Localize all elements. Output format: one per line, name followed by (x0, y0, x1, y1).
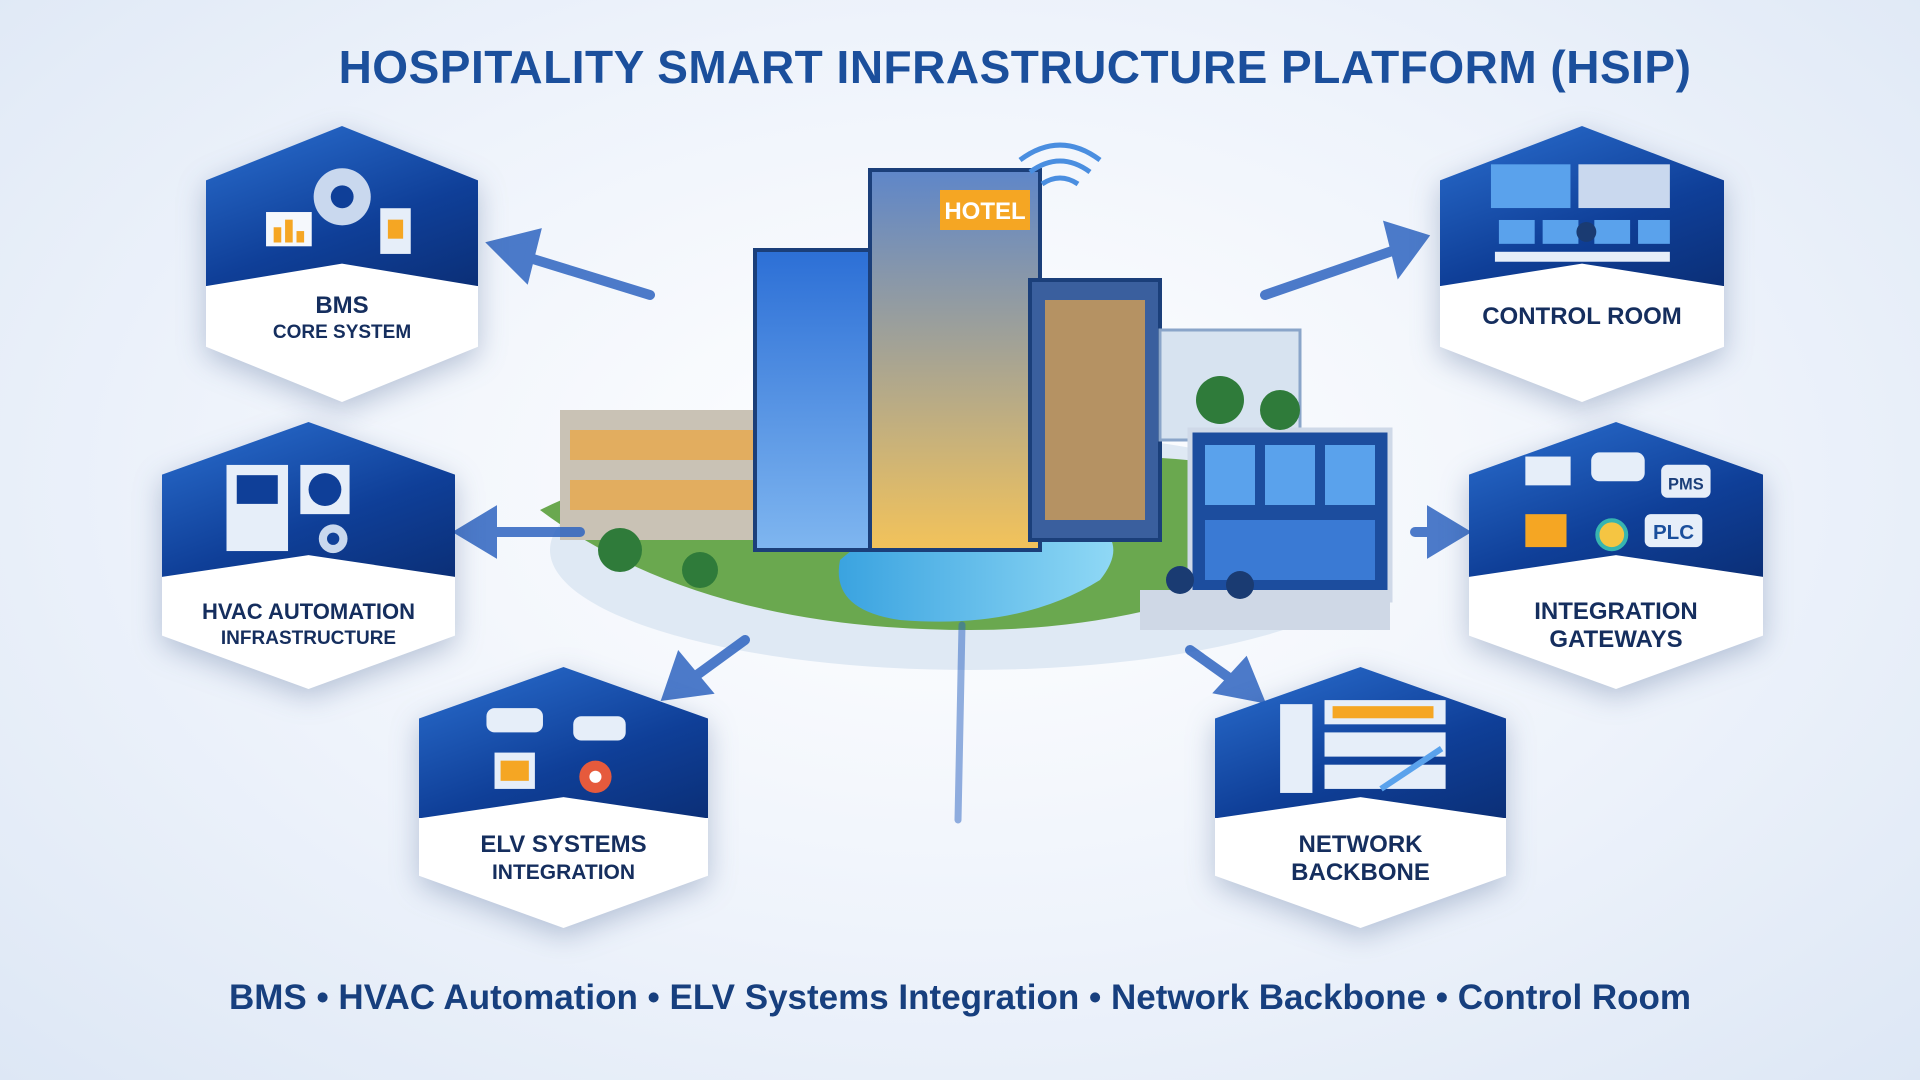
module-network-backbone: NETWORK BACKBONE (1215, 667, 1506, 928)
module-control-room: CONTROL ROOM (1440, 126, 1724, 402)
module-elv: ELV SYSTEMS INTEGRATION (419, 667, 708, 928)
module-title: ELV SYSTEMS (480, 831, 647, 859)
module-title: INTEGRATION (1534, 598, 1698, 626)
module-subtitle: BACKBONE (1291, 859, 1430, 887)
hotel-illustration: HOTEL (540, 142, 1393, 670)
main-tower (868, 168, 1042, 552)
module-hvac: HVAC AUTOMATION INFRASTRUCTURE (162, 422, 455, 689)
module-title: CONTROL ROOM (1482, 302, 1682, 330)
module-subtitle: CORE SYSTEM (272, 321, 412, 343)
low-building (560, 410, 770, 540)
module-subtitle: INFRASTRUCTURE (220, 628, 397, 650)
module-integration-gateways: PMS PLC INTEGRATION GATEWAYS (1469, 422, 1763, 689)
module-subtitle: GATEWAYS (1549, 626, 1683, 654)
hotel-sign: HOTEL (944, 198, 1025, 225)
operator-desk (1140, 590, 1390, 630)
server-rack-icon (1279, 700, 1446, 794)
module-title: BMS (315, 291, 369, 319)
gateway-nodes-icon: PMS PLC (1525, 452, 1711, 551)
page-title: HOSPITALITY SMART INFRASTRUCTURE PLATFOR… (338, 41, 1692, 93)
pms-tag: PMS (1668, 475, 1704, 493)
module-title: NETWORK (1298, 831, 1423, 859)
module-title: HVAC AUTOMATION (201, 599, 416, 625)
hvac-controller-icon (226, 464, 350, 553)
wifi-icon (1018, 142, 1102, 187)
footer-summary: BMS • HVAC Automation • ELV Systems Inte… (228, 978, 1692, 1017)
operator-monitors-icon (1490, 164, 1670, 263)
plc-tag: PLC (1653, 521, 1694, 544)
cctv-camera-icon (486, 708, 627, 794)
module-subtitle: INTEGRATION (491, 861, 636, 885)
module-bms: BMS CORE SYSTEM (206, 126, 478, 402)
gear-dashboard-icon (265, 168, 411, 255)
